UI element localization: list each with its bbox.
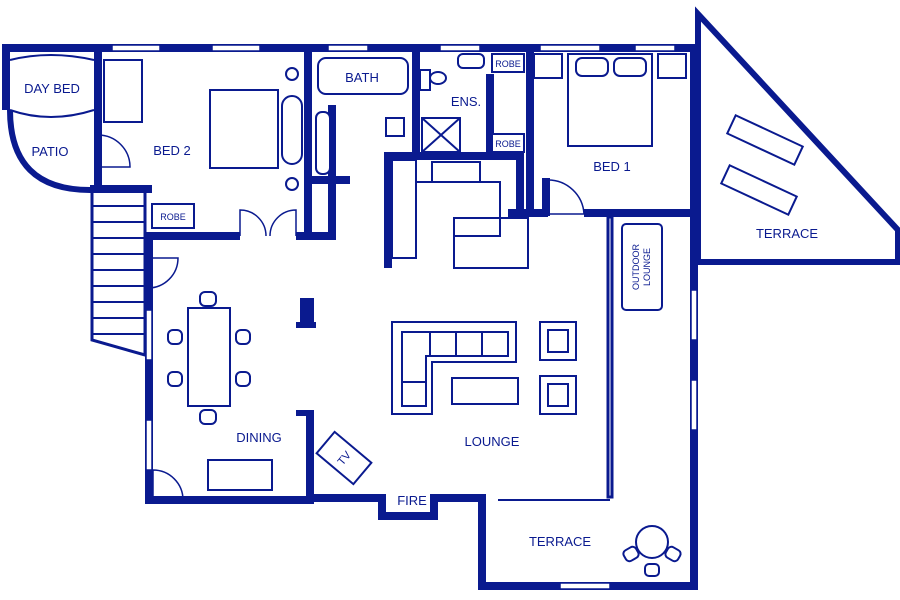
label-patio: PATIO	[31, 144, 68, 159]
staircase	[90, 188, 147, 357]
label-fire: FIRE	[397, 493, 427, 508]
label-robe-bed2: ROBE	[160, 212, 186, 222]
label-lounge: LOUNGE	[465, 434, 520, 449]
label-outdoor-lounge-1: OUTDOOR	[631, 244, 641, 290]
label-terrace-right: TERRACE	[756, 226, 818, 241]
label-bed1: BED 1	[593, 159, 631, 174]
doors	[97, 134, 585, 501]
label-robe-top: ROBE	[495, 59, 521, 69]
label-bed2: BED 2	[153, 143, 191, 158]
furniture	[9, 53, 805, 577]
label-dining: DINING	[236, 430, 282, 445]
label-ens: ENS.	[451, 94, 481, 109]
windows	[111, 44, 698, 590]
label-robe-bottom: ROBE	[495, 139, 521, 149]
label-day-bed: DAY BED	[24, 81, 80, 96]
label-terrace-bottom: TERRACE	[529, 534, 591, 549]
label-bath: BATH	[345, 70, 379, 85]
label-outdoor-lounge-2: LOUNGE	[642, 248, 652, 286]
